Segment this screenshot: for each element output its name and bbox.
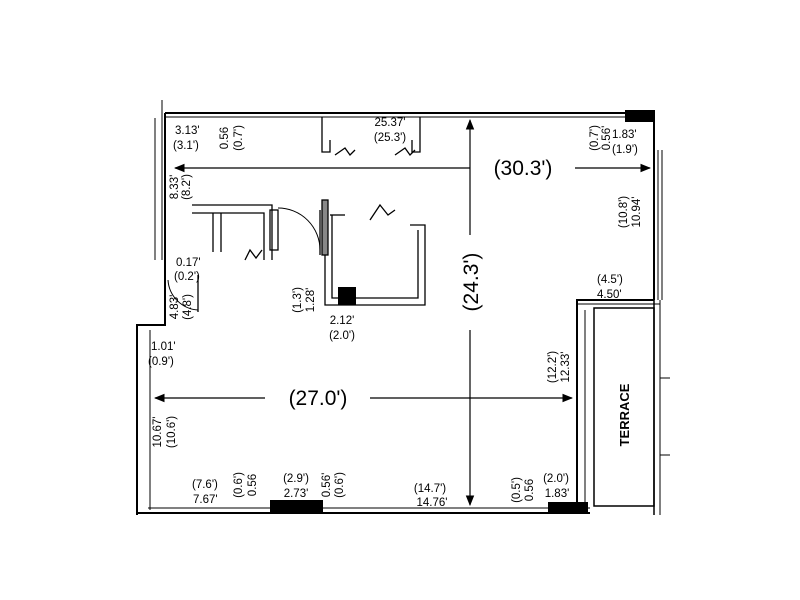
top-left-m: 3.13': [175, 125, 200, 137]
left-upper-m: 8.33': [169, 175, 181, 200]
left-lower-ft: (10.6'): [166, 416, 178, 448]
right-upper-ft: (10.8'): [618, 196, 630, 228]
right-upper-m: 10.94': [631, 197, 643, 228]
top-right-m: 1.83': [612, 129, 637, 141]
bottom-col1-m: 0.56: [247, 474, 259, 496]
columns: [270, 110, 655, 514]
right-step-m: 4.50': [597, 289, 622, 301]
center-block-ft: (2.0'): [329, 330, 355, 342]
top-right-col-m: 0.56': [601, 126, 613, 151]
top-closet: [321, 117, 421, 157]
terrace-rails: [660, 377, 670, 456]
left-small-m: 0.17': [176, 257, 201, 269]
center-block-m: 2.12': [330, 315, 355, 327]
terrace-wall-m: 12.33': [560, 352, 572, 383]
left-mid-ft: (4.8'): [182, 294, 194, 320]
bottom-mid-ft: (14.7'): [414, 483, 446, 495]
bottom-col3-ft: (0.5'): [511, 477, 523, 503]
dimension-lines: [153, 118, 652, 507]
left-lower-m: 10.67': [152, 417, 164, 448]
bottom-right-ft: (2.0'): [543, 473, 569, 485]
left-mid-m: 4.83': [169, 295, 181, 320]
terrace-label: TERRACE: [617, 383, 632, 446]
right-step-ft: (4.5'): [597, 274, 623, 286]
top-left-col-ft: (0.7'): [233, 125, 245, 151]
walls: [136, 100, 663, 515]
overall-depth-label: (24.3'): [460, 253, 483, 312]
bottom-right-m: 1.83': [545, 488, 570, 500]
bottom-col2-m: 0.56': [321, 473, 333, 498]
overall-width-label: (30.3'): [494, 157, 553, 180]
bottom-left-m: 7.67': [193, 494, 218, 506]
bottom-block-m: 2.73': [284, 488, 309, 500]
bottom-left-ft: (7.6'): [192, 479, 218, 491]
bottom-col1-ft: (0.6'): [233, 472, 245, 498]
left-step-ft: (0.9'): [148, 356, 174, 368]
left-upper-ft: (8.2'): [181, 174, 193, 200]
top-left-ft: (3.1'): [173, 140, 199, 152]
interior-width-label: (27.0'): [289, 387, 348, 410]
terrace-wall-ft: (12.2'): [547, 351, 559, 383]
top-closet-ft: (25.3'): [374, 132, 406, 144]
bottom-block-ft: (2.9'): [283, 473, 309, 485]
bottom-mid-m: 14.76': [417, 497, 448, 509]
top-right-col-ft: (0.7'): [589, 125, 601, 151]
top-right-ft: (1.9'): [612, 144, 638, 156]
top-closet-m: 25.37': [375, 117, 406, 129]
left-small-ft: (0.2'): [174, 271, 200, 283]
bottom-col2-ft: (0.6'): [334, 472, 346, 498]
interior-partitions: [167, 199, 426, 312]
left-step-m: 1.01': [151, 341, 176, 353]
top-left-col-m: 0.56: [219, 127, 231, 149]
bottom-col3-m: 0.56: [524, 479, 536, 501]
center-col-ft: (1.3'): [292, 287, 304, 313]
center-col-m: 1.28': [305, 288, 317, 313]
